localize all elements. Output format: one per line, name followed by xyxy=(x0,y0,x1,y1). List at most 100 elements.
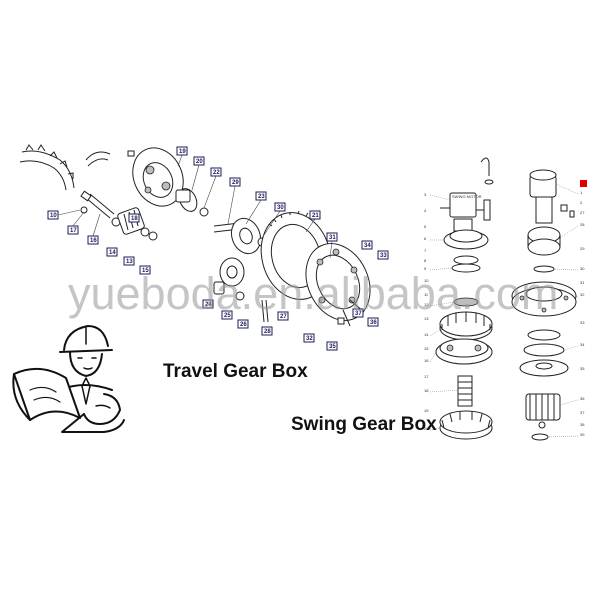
tag-25: 25 xyxy=(221,310,233,320)
swing-motor: SWING MOTOR xyxy=(440,192,491,232)
svg-text:27: 27 xyxy=(280,314,287,320)
svg-text:26: 26 xyxy=(240,322,247,328)
svg-text:20: 20 xyxy=(424,426,429,431)
svg-text:19: 19 xyxy=(179,149,186,155)
swing-pinion-gear xyxy=(525,393,561,421)
tag-15: 15 xyxy=(139,265,151,275)
svg-text:14: 14 xyxy=(109,250,116,256)
svg-text:12: 12 xyxy=(424,302,429,307)
svg-text:22: 22 xyxy=(213,170,220,176)
svg-text:29: 29 xyxy=(580,246,585,251)
svg-text:16: 16 xyxy=(90,238,97,244)
svg-text:33: 33 xyxy=(580,320,585,325)
svg-text:24: 24 xyxy=(205,302,212,308)
svg-text:37: 37 xyxy=(580,410,585,415)
tag-31: 31 xyxy=(326,232,338,242)
travel-hub xyxy=(305,243,371,321)
tag-30: 30 xyxy=(274,202,286,212)
svg-text:33: 33 xyxy=(380,253,387,259)
tag-21: 21 xyxy=(309,210,321,220)
svg-text:28: 28 xyxy=(580,222,585,227)
tag-17: 17 xyxy=(67,225,79,235)
svg-text:17: 17 xyxy=(70,228,77,234)
svg-text:4: 4 xyxy=(424,208,427,213)
travel-gearbox-caption: Travel Gear Box xyxy=(163,361,308,382)
svg-text:30: 30 xyxy=(580,266,585,271)
travel-gearbox-drawing xyxy=(19,144,371,327)
tag-26: 26 xyxy=(237,319,249,329)
svg-text:11: 11 xyxy=(424,292,429,297)
svg-text:14: 14 xyxy=(424,332,429,337)
svg-text:17: 17 xyxy=(424,374,429,379)
svg-text:36: 36 xyxy=(580,396,585,401)
svg-text:15: 15 xyxy=(424,346,429,351)
tag-32: 32 xyxy=(303,333,315,343)
tag-13: 13 xyxy=(123,256,135,266)
svg-text:28: 28 xyxy=(264,329,271,335)
watermark-text: yueboda.en.alibaba.com xyxy=(68,268,559,319)
svg-text:37: 37 xyxy=(355,311,362,317)
tag-36: 36 xyxy=(367,317,379,327)
svg-text:16: 16 xyxy=(424,358,429,363)
svg-text:39: 39 xyxy=(580,432,585,437)
tag-18: 18 xyxy=(128,213,140,223)
svg-text:13: 13 xyxy=(126,259,133,265)
tag-27: 27 xyxy=(277,311,289,321)
svg-text:10: 10 xyxy=(50,213,57,219)
svg-text:34: 34 xyxy=(580,342,585,347)
svg-text:35: 35 xyxy=(329,344,336,350)
svg-text:31: 31 xyxy=(329,235,336,241)
svg-text:38: 38 xyxy=(580,422,585,427)
svg-text:18: 18 xyxy=(424,388,429,393)
swing-pinion-shaft xyxy=(527,169,575,256)
tag-19: 19 xyxy=(176,146,188,156)
svg-text:SWING MOTOR: SWING MOTOR xyxy=(452,194,482,199)
svg-text:18: 18 xyxy=(131,216,138,222)
tag-33: 33 xyxy=(377,250,389,260)
svg-text:9: 9 xyxy=(424,266,427,271)
tag-28: 28 xyxy=(261,326,273,336)
swing-leader-lines xyxy=(429,183,579,438)
svg-text:10: 10 xyxy=(424,278,429,283)
svg-text:15: 15 xyxy=(142,268,149,274)
ring-gear-lower xyxy=(439,410,493,440)
svg-text:30: 30 xyxy=(277,205,284,211)
svg-text:21: 21 xyxy=(312,213,319,219)
svg-text:1: 1 xyxy=(580,190,583,195)
svg-text:25: 25 xyxy=(224,313,231,319)
swing-housing xyxy=(511,281,577,317)
tag-14: 14 xyxy=(106,247,118,257)
travel-leader-lines xyxy=(57,154,333,259)
pinion-shaft xyxy=(457,375,473,407)
svg-text:19: 19 xyxy=(424,408,429,413)
svg-text:6: 6 xyxy=(424,236,427,241)
svg-text:34: 34 xyxy=(364,243,371,249)
svg-text:35: 35 xyxy=(580,366,585,371)
sprocket-teeth xyxy=(25,144,74,179)
svg-text:8: 8 xyxy=(424,258,427,263)
tag-10: 10 xyxy=(47,210,59,220)
svg-text:29: 29 xyxy=(232,180,239,186)
tag-16: 16 xyxy=(87,235,99,245)
engineer-with-blueprint-icon xyxy=(12,325,125,433)
svg-text:20: 20 xyxy=(196,159,203,165)
swing-gearbox-drawing: SWING MOTOR xyxy=(435,157,587,441)
svg-text:3: 3 xyxy=(424,192,427,197)
svg-text:31: 31 xyxy=(580,280,585,285)
swing-right-label-column: 1 2 27 28 29 30 31 32 33 34 35 36 37 38 … xyxy=(580,190,585,437)
tag-24: 24 xyxy=(202,299,214,309)
svg-text:2: 2 xyxy=(580,200,583,205)
svg-text:32: 32 xyxy=(306,336,313,342)
svg-text:7: 7 xyxy=(424,248,427,253)
tag-29: 29 xyxy=(229,177,241,187)
svg-text:36: 36 xyxy=(370,320,377,326)
carrier-mid xyxy=(435,338,493,365)
tag-23: 23 xyxy=(255,191,267,201)
tag-22: 22 xyxy=(210,167,222,177)
svg-text:5: 5 xyxy=(424,224,427,229)
tag-20: 20 xyxy=(193,156,205,166)
svg-text:27: 27 xyxy=(580,210,585,215)
tag-37: 37 xyxy=(352,308,364,318)
svg-text:23: 23 xyxy=(258,194,265,200)
